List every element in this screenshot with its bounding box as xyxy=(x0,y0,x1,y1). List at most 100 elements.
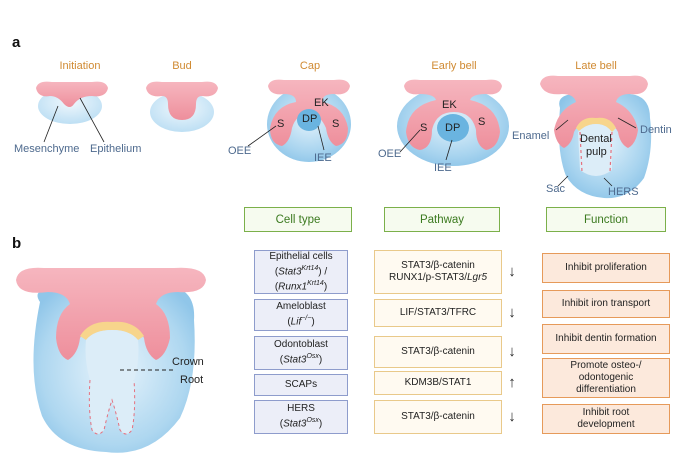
initiation-tooth xyxy=(36,81,108,143)
up-arrow-icon: ↑ xyxy=(508,374,516,391)
label-s-cap-left: S xyxy=(277,118,285,130)
function-text: Inhibit dentin formation xyxy=(555,333,657,344)
cell-type-text: ) xyxy=(311,316,315,328)
cell-type-box: Odontoblast(Stat3Osx) xyxy=(254,336,348,370)
function-text: odontogenic xyxy=(578,372,634,383)
gene-superscript: −/− xyxy=(301,315,312,323)
cell-type-line: Ameloblast xyxy=(276,301,325,313)
pathway-line: STAT3/β-catenin xyxy=(401,346,475,358)
pathway-text: KDM3B/STAT1 xyxy=(404,377,472,388)
label-dentin: Dentin xyxy=(640,124,672,136)
function-text: differentiation xyxy=(576,384,636,395)
cell-type-text: ( xyxy=(287,316,291,328)
label-dental-pulp-1: Dental xyxy=(580,133,612,145)
pathway-line: KDM3B/STAT1 xyxy=(405,377,472,389)
function-text: Inhibit proliferation xyxy=(565,262,647,273)
bud-tooth xyxy=(146,81,218,132)
stage-label-initiation: Initiation xyxy=(59,60,101,72)
cell-type-text: ) xyxy=(323,281,328,293)
header-cell-type: Cell type xyxy=(244,207,352,232)
cell-type-line: Odontoblast xyxy=(274,339,328,351)
cell-type-box: HERS(Stat3Osx) xyxy=(254,400,348,434)
gene-name: Lgr5 xyxy=(466,272,487,283)
cell-type-box: Ameloblast(Lif−/−) xyxy=(254,299,348,331)
label-oee-bell: OEE xyxy=(378,148,402,160)
label-dp-bell: DP xyxy=(445,122,461,134)
label-root: Root xyxy=(180,374,204,386)
function-text: Promote osteo-/ xyxy=(570,360,642,371)
cell-type-text: SCAPs xyxy=(284,379,318,390)
label-s-cap-right: S xyxy=(332,118,340,130)
label-mesenchyme: Mesenchyme xyxy=(14,143,80,155)
cell-type-line: Epithelial cells xyxy=(269,251,332,263)
cell-type-text: ) xyxy=(318,354,323,366)
cell-type-text: Ameloblast xyxy=(276,301,326,313)
stage-label-early-bell: Early bell xyxy=(431,60,477,72)
down-arrow-icon: ↓ xyxy=(508,304,516,321)
cell-type-text: HERS xyxy=(287,403,315,415)
pathway-text: STAT3/β-catenin xyxy=(401,260,475,271)
cell-type-line: (Lif−/−) xyxy=(287,313,314,328)
function-box: Inhibit dentin formation xyxy=(542,324,670,354)
cell-type-text: ( xyxy=(274,266,279,277)
panel-b-letter: b xyxy=(12,235,22,252)
pathway-line: LIF/STAT3/TFRC xyxy=(400,307,476,319)
label-crown: Crown xyxy=(172,356,204,368)
cell-type-line: (Stat3Osx) xyxy=(280,351,323,366)
late-bell-tooth xyxy=(540,75,652,199)
cell-type-text: ) / xyxy=(318,266,328,277)
gene-name: Stat3 xyxy=(278,266,302,277)
cap-tooth xyxy=(247,79,351,162)
pathway-box: STAT3/β-catenin xyxy=(374,400,502,434)
header-function: Function xyxy=(546,207,666,232)
pathway-box: KDM3B/STAT1 xyxy=(374,371,502,395)
pathway-box: STAT3/β-catenin xyxy=(374,336,502,368)
gene-superscript: Osx xyxy=(306,353,319,361)
cell-type-text: Epithelial cells xyxy=(269,250,333,262)
label-epithelium: Epithelium xyxy=(90,143,142,155)
pathway-line: STAT3/β-catenin xyxy=(401,260,475,272)
function-text: Inhibit root xyxy=(582,407,630,418)
cell-type-line: HERS xyxy=(287,403,315,415)
gene-name: Runx1 xyxy=(278,281,308,293)
cell-type-line: (Stat3Krt14) / xyxy=(275,263,327,278)
gene-name: Stat3 xyxy=(283,354,307,366)
label-iee-bell: IEE xyxy=(434,162,452,174)
gene-superscript: Krt14 xyxy=(307,280,324,287)
label-iee-cap: IEE xyxy=(314,152,332,164)
pathway-box: LIF/STAT3/TFRC xyxy=(374,299,502,327)
stage-label-bud: Bud xyxy=(172,60,192,72)
label-dental-pulp-2: pulp xyxy=(586,146,607,158)
gene-name: Lif xyxy=(290,316,302,328)
label-s-bell-left: S xyxy=(420,122,428,134)
down-arrow-icon: ↓ xyxy=(508,343,516,360)
function-box: Inhibit iron transport xyxy=(542,290,670,318)
stage-label-cap: Cap xyxy=(299,60,321,72)
cell-type-box: Epithelial cells(Stat3Krt14) /(Runx1Krt1… xyxy=(254,250,348,294)
pathway-line: STAT3/β-catenin xyxy=(401,411,475,423)
label-oee-cap: OEE xyxy=(228,145,252,157)
panel-b-tooth xyxy=(16,267,206,453)
function-box: Inhibit proliferation xyxy=(542,253,670,283)
pathway-text: RUNX1/p-STAT3/ xyxy=(389,272,467,283)
cell-type-text: ) xyxy=(318,418,323,430)
cell-type-line: (Stat3Osx) xyxy=(280,415,323,430)
pathway-text: STAT3/β-catenin xyxy=(401,411,475,422)
cell-type-line: SCAPs xyxy=(285,379,317,391)
pathway-line: RUNX1/p-STAT3/Lgr5 xyxy=(389,272,487,284)
cell-type-text: ( xyxy=(274,281,279,293)
panel-a-drawings xyxy=(36,75,652,199)
early-bell-tooth xyxy=(397,79,509,166)
stage-label-late-bell: Late bell xyxy=(575,60,617,72)
label-sac: Sac xyxy=(546,183,565,195)
function-text: Inhibit iron transport xyxy=(561,298,651,309)
label-s-bell-right: S xyxy=(478,116,486,128)
gene-name: Stat3 xyxy=(283,418,307,430)
panel-a-letter: a xyxy=(12,34,21,51)
cell-type-text: ( xyxy=(279,418,284,430)
cell-type-box: SCAPs xyxy=(254,374,348,396)
